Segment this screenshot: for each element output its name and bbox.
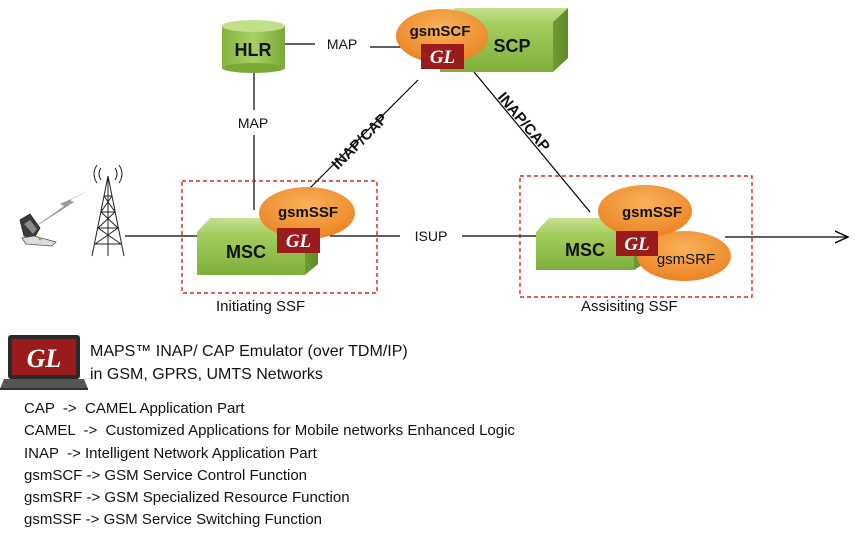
gsmssf-assisting-label: gsmSSF (622, 204, 682, 221)
legend-item: gsmSRF -> GSM Specialized Resource Funct… (24, 489, 350, 507)
legend-item: CAMEL -> Customized Applications for Mob… (24, 422, 515, 440)
link-label-hlr-scp: MAP (327, 36, 357, 52)
link-label-hlr-msc: MAP (238, 115, 268, 131)
msc-initiating-label: MSC (226, 242, 266, 262)
gl-badge-initiating-text: GL (286, 231, 311, 252)
initiating-ssf-caption: Initiating SSF (216, 298, 306, 315)
gl-badge-assisting (616, 231, 658, 256)
hlr-node: HLR (222, 20, 285, 73)
link-label-msc-msc: ISUP (415, 228, 448, 244)
gsmssf-assisting-node: gsmSSF GL (598, 185, 692, 256)
laptop-logo-text: GL (27, 344, 62, 373)
legend-item: CAP -> CAMEL Application Part (24, 400, 245, 417)
mobile-phone-icon (19, 213, 57, 247)
legend-item: gsmSCF -> GSM Service Control Function (24, 466, 308, 484)
link-scf-initiating (301, 79, 419, 197)
gl-badge-assisting-text: GL (624, 234, 649, 255)
gsmssf-initiating-node: gsmSSF GL (259, 187, 355, 253)
product-line-2: in GSM, GPRS, UMTS Networks (90, 366, 323, 383)
gsmscf-label: gsmSCF (410, 23, 471, 40)
scp-label: SCP (493, 36, 530, 56)
link-label-scf-assisting: INAP/CAP (494, 89, 553, 155)
link-scf-assisting (473, 71, 591, 213)
assisting-ssf-caption: Assisiting SSF (581, 298, 678, 315)
product-line-1: MAPS™ INAP/ CAP Emulator (over TDM/IP) (90, 343, 408, 360)
msc-assisting-label: MSC (565, 240, 605, 260)
abbreviation-legend: CAP -> CAMEL Application Part CAMEL -> C… (24, 398, 515, 532)
legend-item: INAP -> Intelligent Network Application … (24, 444, 317, 462)
assisting-ssf-group (519, 175, 753, 298)
product-description: MAPS™ INAP/ CAP Emulator (over TDM/IP) i… (90, 340, 408, 386)
gl-badge-initiating (277, 228, 320, 253)
link-label-scf-initiating: INAP/CAP (328, 110, 391, 173)
gsmscf-node: gsmSCF GL (396, 9, 488, 69)
gsmsrf-assisting-label: gsmSRF (657, 251, 715, 268)
legend-item: gsmSSF -> GSM Service Switching Function (24, 511, 323, 529)
cell-tower-icon (91, 164, 125, 257)
gl-badge-scp (421, 44, 464, 69)
laptop-logo-icon: GL (0, 335, 88, 390)
wireless-signal-icon (36, 188, 95, 226)
gsmssf-initiating-label: gsmSSF (278, 204, 338, 221)
hlr-label: HLR (235, 40, 272, 60)
gsmsrf-assisting-node: gsmSRF (637, 231, 731, 281)
connection-lines (125, 43, 848, 237)
gl-badge-scp-text: GL (430, 47, 455, 68)
